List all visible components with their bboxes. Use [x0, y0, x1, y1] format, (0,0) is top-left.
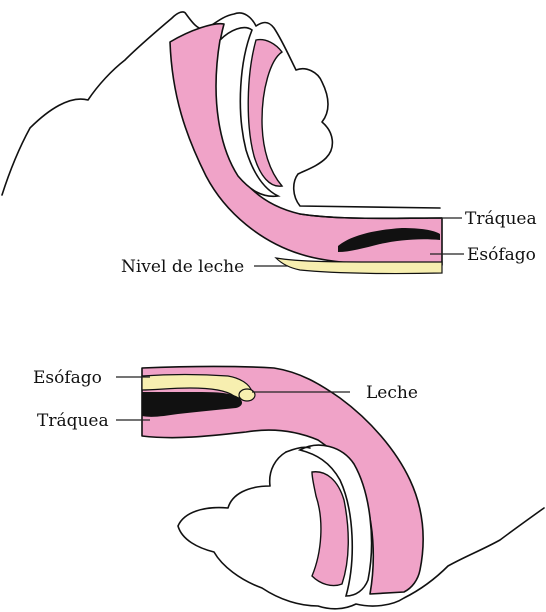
bottom-esophagus-label: Esófago — [33, 368, 102, 388]
bottom-milk-droplet — [239, 389, 255, 401]
top-milk-level-label: Nivel de leche — [121, 257, 244, 277]
bottom-trachea-label: Tráquea — [37, 411, 109, 431]
bottom-figure: Esófago Tráquea Leche — [33, 367, 544, 609]
top-esophagus-label: Esófago — [467, 245, 536, 265]
bottom-milk-label: Leche — [366, 383, 418, 403]
top-figure: Tráquea Esófago Nivel de leche — [2, 12, 537, 277]
top-tongue — [248, 40, 282, 187]
top-trachea-label: Tráquea — [465, 209, 537, 229]
